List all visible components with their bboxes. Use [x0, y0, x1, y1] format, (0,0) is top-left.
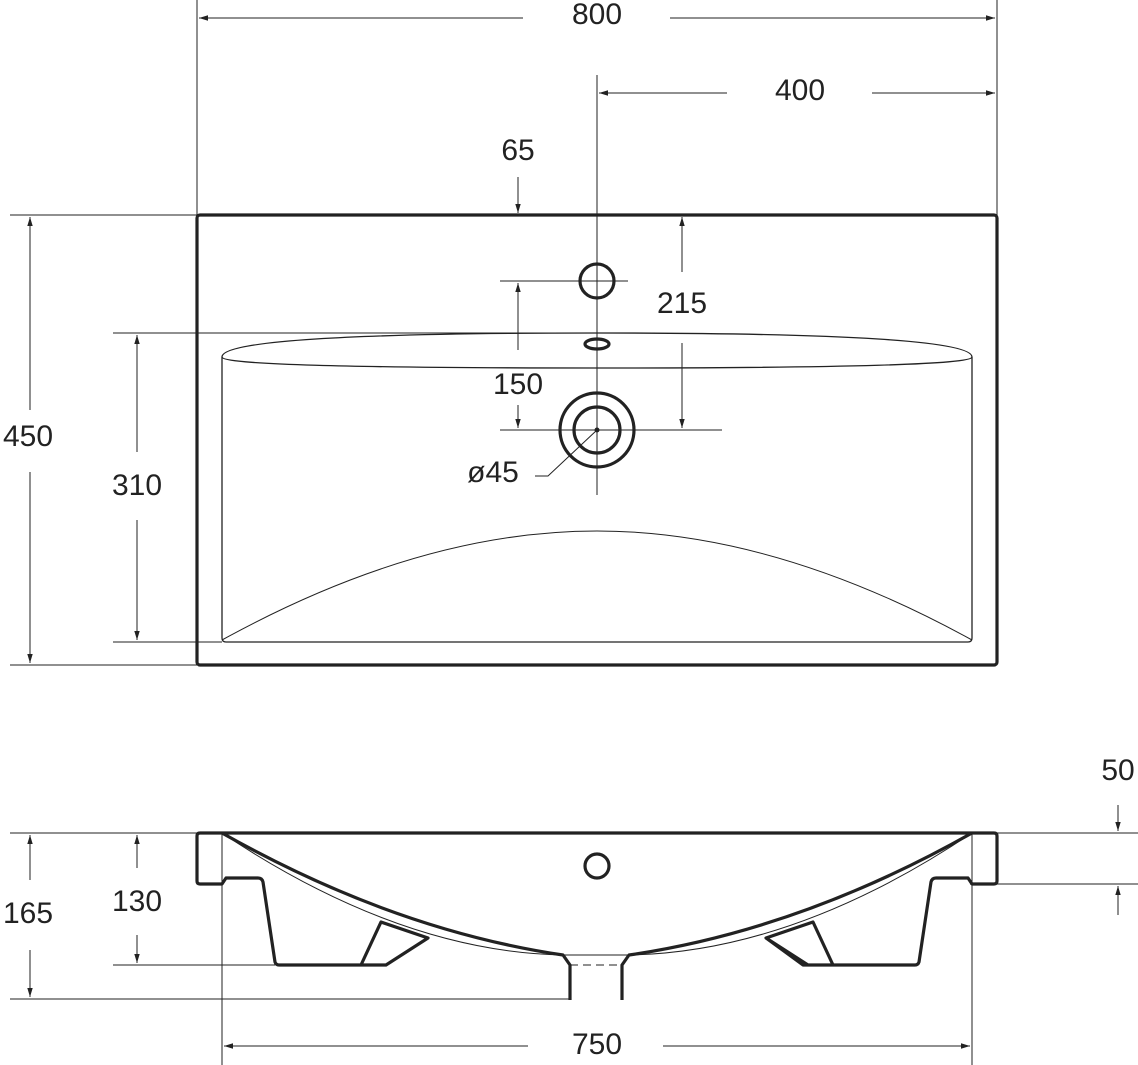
dim-rim-height: 50 [1101, 754, 1134, 787]
dim-drain-diameter: ø45 [467, 456, 519, 489]
sink-outline-side [195, 831, 999, 1000]
dim-overall-depth: 450 [3, 420, 53, 453]
dim-bowl-width: 750 [572, 1028, 622, 1061]
dim-total-height: 165 [3, 897, 53, 930]
side-view: 50 130 165 750 [3, 754, 1138, 1065]
top-view: 800 400 65 215 150 ø45 450 310 [3, 0, 999, 667]
dim-tap-to-edge: 400 [775, 74, 825, 107]
basin-top [221, 332, 973, 643]
tap-hole-side [583, 852, 611, 880]
dim-bowl-height: 130 [112, 885, 162, 918]
dim-drain-from-back: 215 [657, 287, 707, 320]
dim-bowl-depth: 310 [112, 469, 162, 502]
dim-overall-width: 800 [572, 0, 622, 31]
dim-tap-hole-offset: 65 [501, 134, 534, 167]
dim-drain-offset: 150 [493, 368, 543, 401]
